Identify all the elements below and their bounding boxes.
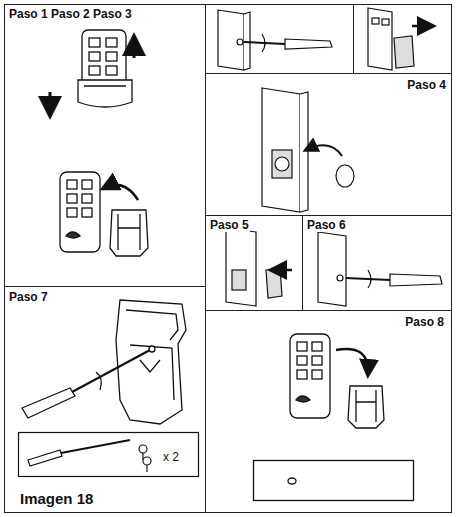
step-panel: Paso 7 Imagen 18 xyxy=(4,286,206,513)
cover-refit xyxy=(226,228,292,306)
remote-in-clip xyxy=(50,30,134,114)
step-panel: Paso 4 xyxy=(205,73,452,216)
remote-into-clip xyxy=(254,334,414,501)
remote xyxy=(60,172,100,252)
step-label: Paso 5 xyxy=(209,218,250,232)
step-label: Paso 7 xyxy=(8,290,49,304)
remote-back-screw xyxy=(218,10,332,70)
belt-clip xyxy=(104,185,148,256)
step-panel: Paso 8 xyxy=(205,310,452,513)
step-panel: Paso 1 Paso 2 Paso 3 xyxy=(4,4,206,287)
step-label: Paso 6 xyxy=(306,218,347,232)
step-label: Paso 1 Paso 2 Paso 3 xyxy=(8,7,133,21)
clip-holder xyxy=(22,300,186,424)
battery-replacement xyxy=(262,88,354,212)
quantity-label: x 2 xyxy=(162,450,180,464)
panel-frame xyxy=(206,5,452,74)
screws-inset xyxy=(19,433,199,477)
step-panel: Paso 6 xyxy=(302,215,452,311)
screw-tighten xyxy=(318,232,442,306)
remote-cover-removal xyxy=(368,8,432,70)
step-label: Paso 4 xyxy=(406,78,447,92)
figure-caption: Imagen 18 xyxy=(19,490,94,507)
step-panel: Paso 5 xyxy=(205,215,303,311)
step-label: Paso 8 xyxy=(404,315,445,329)
